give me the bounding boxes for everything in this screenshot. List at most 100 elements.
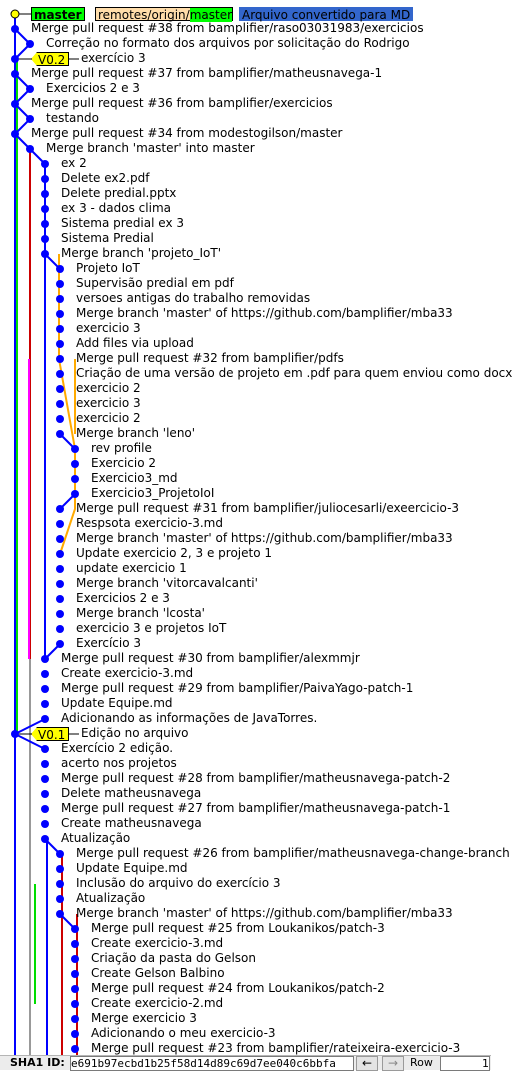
- commit-message[interactable]: Merge pull request #26 from bamplifier/m…: [76, 846, 510, 860]
- commit-message[interactable]: Delete ex2.pdf: [61, 171, 150, 185]
- commit-message[interactable]: Merge exercicio 3: [91, 1011, 197, 1025]
- commit-message[interactable]: Merge pull request #32 from bamplifier/p…: [76, 351, 344, 365]
- commit-message[interactable]: Merge pull request #31 from bamplifier/j…: [76, 501, 460, 515]
- commit-message[interactable]: Merge pull request #30 from bamplifier/a…: [61, 651, 360, 665]
- commit-node: [56, 310, 64, 318]
- commit-message[interactable]: Create Gelson Balbino: [91, 966, 225, 980]
- commit-message[interactable]: Merge pull request #36 from bamplifier/e…: [31, 96, 333, 110]
- commit-message[interactable]: Merge pull request #38 from bamplifier/r…: [31, 21, 424, 35]
- selected-commit-summary[interactable]: Arquivo convertido para MD: [239, 7, 414, 22]
- commit-message[interactable]: versoes antigas do trabalho removidas: [76, 291, 311, 305]
- commit-message[interactable]: Add files via upload: [76, 336, 194, 350]
- commit-message[interactable]: Respsota exercicio-3.md: [76, 516, 223, 530]
- commit-message[interactable]: exercício 3: [81, 51, 146, 65]
- commit-message[interactable]: Exercicios 2 e 3: [46, 81, 140, 95]
- commit-message[interactable]: Adicionando o meu exercicio-3: [91, 1026, 276, 1040]
- commit-message[interactable]: Merge pull request #37 from bamplifier/m…: [31, 66, 383, 80]
- commit-node: [56, 265, 64, 273]
- commit-message[interactable]: ex 2: [61, 156, 87, 170]
- commit-message[interactable]: Update Equipe.md: [76, 861, 188, 875]
- commit-message[interactable]: Supervisão predial em pdf: [76, 276, 234, 290]
- commit-message[interactable]: Correção no formato dos arquivos por sol…: [46, 36, 410, 50]
- commit-node: [71, 940, 79, 948]
- remote-branch-label[interactable]: remotes/origin/master: [95, 7, 234, 22]
- commit-message[interactable]: Merge pull request #23 from bamplifier/r…: [91, 1041, 461, 1055]
- version-tag[interactable]: V0.1: [31, 727, 70, 741]
- commit-node: [71, 925, 79, 933]
- commit-node: [56, 355, 64, 363]
- commit-message[interactable]: Exercicio3_ProjetoIoI: [91, 486, 215, 500]
- commit-message[interactable]: Atualização: [61, 831, 131, 845]
- commit-message[interactable]: Sistema Predial: [61, 231, 154, 245]
- commit-message[interactable]: Merge branch 'projeto_IoT': [61, 246, 222, 260]
- commit-message[interactable]: Merge pull request #24 from Loukanikos/p…: [91, 981, 385, 995]
- commit-node: [56, 580, 64, 588]
- commit-message[interactable]: Update Equipe.md: [61, 696, 173, 710]
- commit-message[interactable]: exercicio 2: [76, 381, 141, 395]
- commit-message[interactable]: acerto nos projetos: [61, 756, 177, 770]
- commit-message[interactable]: Create matheusnavega: [61, 816, 202, 830]
- commit-message[interactable]: Merge branch 'master' of https://github.…: [76, 306, 453, 320]
- commit-message[interactable]: exercicio 3 e projetos IoT: [76, 621, 227, 635]
- back-arrow-icon[interactable]: ←: [356, 1056, 378, 1071]
- status-bar: SHA1 ID: e691b97ecbd1b25f58d14d89c69d7ee…: [0, 1055, 491, 1071]
- forward-arrow-icon[interactable]: →: [382, 1056, 404, 1071]
- commit-message[interactable]: Exercicio3_md: [91, 471, 178, 485]
- commit-message[interactable]: Criação da pasta do Gelson: [91, 951, 256, 965]
- commit-message[interactable]: Merge branch 'master' into master: [46, 141, 255, 155]
- commit-message[interactable]: ex 3 - dados clima: [61, 201, 171, 215]
- commit-node: [11, 70, 19, 78]
- commit-message[interactable]: Update exercicio 2, 3 e projeto 1: [76, 546, 273, 560]
- commit-message[interactable]: Create exercicio-3.md: [61, 666, 194, 680]
- commit-node: [41, 700, 49, 708]
- commit-node: [26, 145, 34, 153]
- commit-message[interactable]: Merge pull request #25 from Loukanikos/p…: [91, 921, 385, 935]
- commit-message[interactable]: Delete predial.pptx: [61, 186, 177, 200]
- commit-message[interactable]: update exercicio 1: [76, 561, 187, 575]
- commit-message[interactable]: Merge branch 'master' of https://github.…: [76, 906, 453, 920]
- commit-message[interactable]: Merge pull request #28 from bamplifier/m…: [61, 771, 451, 785]
- commit-message[interactable]: Merge branch 'master' of https://github.…: [76, 531, 453, 545]
- commit-node: [41, 175, 49, 183]
- commit-message[interactable]: Merge pull request #34 from modestogilso…: [31, 126, 343, 140]
- commit-message[interactable]: Merge pull request #29 from bamplifier/P…: [61, 681, 414, 695]
- commit-node: [56, 385, 64, 393]
- commit-node: [56, 850, 64, 858]
- commit-message[interactable]: Merge branch 'lcosta': [76, 606, 205, 620]
- commit-message[interactable]: Adicionando as informações de JavaTorres…: [61, 711, 318, 725]
- commit-message[interactable]: exercicio 3: [76, 396, 141, 410]
- commit-message[interactable]: Merge pull request #27 from bamplifier/m…: [61, 801, 451, 815]
- commit-message[interactable]: Merge branch 'vitorcavalcanti': [76, 576, 258, 590]
- commit-message[interactable]: testando: [46, 111, 99, 125]
- commit-message[interactable]: Create exercicio-3.md: [91, 936, 224, 950]
- sha-id-field[interactable]: e691b97ecbd1b25f58d14d89c69d7ee040c6bbfa: [70, 1056, 354, 1071]
- commit-message[interactable]: rev profile: [91, 441, 152, 455]
- commit-message[interactable]: exercicio 2: [76, 411, 141, 425]
- commit-message[interactable]: Delete matheusnavega: [61, 786, 202, 800]
- version-tag[interactable]: V0.2: [31, 52, 70, 66]
- commit-node: [56, 505, 64, 513]
- commit-message[interactable]: Merge branch 'leno': [76, 426, 196, 440]
- commit-graph[interactable]: [0, 0, 491, 1069]
- commit-node: [56, 865, 64, 873]
- commit-message[interactable]: Sistema predial ex 3: [61, 216, 184, 230]
- commit-message[interactable]: Projeto IoT: [76, 261, 140, 275]
- row-field[interactable]: 1: [440, 1056, 490, 1071]
- commit-message[interactable]: Edição no arquivo: [81, 726, 189, 740]
- commit-message[interactable]: Atualização: [76, 891, 146, 905]
- commit-node: [56, 640, 64, 648]
- commit-node: [56, 430, 64, 438]
- head-branch-label[interactable]: master: [31, 7, 85, 22]
- commit-message[interactable]: Exercicios 2 e 3: [76, 591, 170, 605]
- commit-node: [56, 340, 64, 348]
- commit-node: [41, 160, 49, 168]
- commit-node: [41, 835, 49, 843]
- commit-message[interactable]: Criação de uma versão de projeto em .pdf…: [76, 366, 512, 380]
- commit-message[interactable]: Exercicio 2: [91, 456, 157, 470]
- commit-message[interactable]: Exercício 3: [76, 636, 142, 650]
- commit-message[interactable]: exercicio 3: [76, 321, 141, 335]
- commit-message[interactable]: Inclusão do arquivo do exercício 3: [76, 876, 281, 890]
- commit-message[interactable]: Create exercicio-2.md: [91, 996, 224, 1010]
- commit-message[interactable]: Exercício 2 edição.: [61, 741, 174, 755]
- commit-node: [56, 370, 64, 378]
